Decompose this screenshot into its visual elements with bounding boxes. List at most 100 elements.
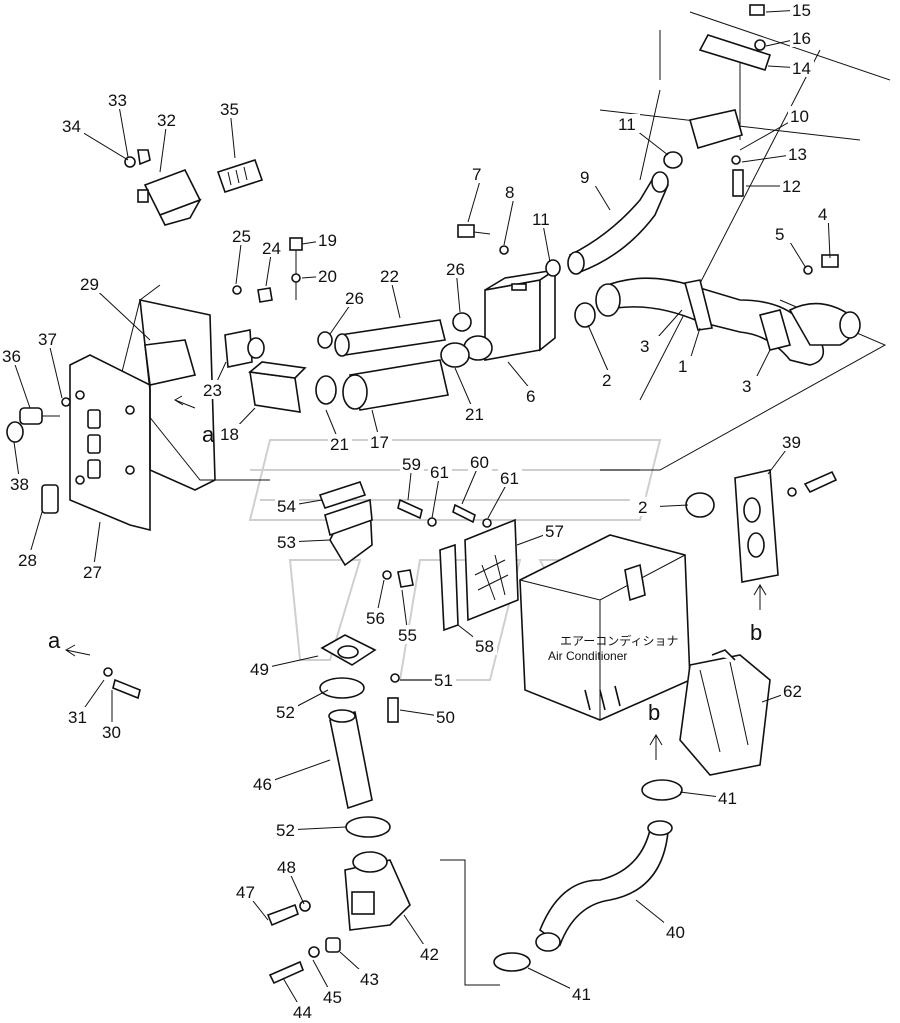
callout-7: 7 <box>472 165 481 184</box>
callout-bg-22 <box>378 266 402 285</box>
vent-53 <box>324 498 373 567</box>
callout-bg-40 <box>664 922 688 941</box>
callout-3: 3 <box>742 377 751 396</box>
callout-bg-51 <box>432 670 456 689</box>
callout-61: 61 <box>500 469 519 488</box>
callout-52: 52 <box>276 821 295 840</box>
callout-bg-45 <box>321 987 345 1006</box>
callout-bg-4 <box>816 204 840 223</box>
callout-29: 29 <box>80 275 99 294</box>
callout-bg-58 <box>473 636 497 655</box>
callout-57: 57 <box>545 522 564 541</box>
callout-bg-10 <box>788 106 812 125</box>
callout-2: 2 <box>638 498 647 517</box>
callout-bg-23 <box>201 380 225 399</box>
callout-bg-5 <box>773 224 797 243</box>
callout-bg-57 <box>543 521 567 540</box>
callout-41: 41 <box>718 789 737 808</box>
callout-27: 27 <box>83 563 102 582</box>
callout-bg-52 <box>274 820 298 839</box>
callout-61: 61 <box>430 463 449 482</box>
fasteners-lower <box>266 673 400 985</box>
vent-box-6 <box>463 268 556 361</box>
leader-line-29 <box>89 283 151 341</box>
callout-35: 35 <box>220 100 239 119</box>
callout-53: 53 <box>277 533 296 552</box>
callout-bg-60 <box>468 452 492 471</box>
callout-bg-3 <box>638 336 662 355</box>
callout-31: 31 <box>68 708 87 727</box>
callout-20: 20 <box>318 267 337 286</box>
callout-45: 45 <box>323 988 342 1007</box>
callout-51: 51 <box>434 671 453 690</box>
cab-frame-lines <box>119 11 891 986</box>
callout-59: 59 <box>402 455 421 474</box>
callout-bg-8 <box>503 182 527 201</box>
leader-line-37 <box>47 338 63 399</box>
callout-34: 34 <box>62 117 81 136</box>
callout-15: 15 <box>792 1 811 20</box>
filter-57 <box>464 518 519 622</box>
callout-8: 8 <box>505 183 514 202</box>
callout-bg-1 <box>676 356 700 375</box>
callout-33: 33 <box>108 91 127 110</box>
callout-43: 43 <box>360 970 379 989</box>
callout-bg-43 <box>358 969 382 988</box>
callout-11: 11 <box>618 115 636 134</box>
callout-bg-17 <box>368 432 392 451</box>
callout-5: 5 <box>775 225 784 244</box>
view-ref-a-upper: a <box>202 422 215 447</box>
callout-bg-24 <box>260 238 284 257</box>
callout-bg-47 <box>234 882 258 901</box>
callout-bg-34 <box>60 116 84 135</box>
callout-bg-32 <box>155 110 179 129</box>
louver-35 <box>216 158 264 194</box>
view-ref-b-right: b <box>750 620 762 645</box>
callout-11: 11 <box>532 210 550 229</box>
callout-55: 55 <box>398 626 417 645</box>
callout-bg-30 <box>100 722 124 741</box>
callout-bg-49 <box>248 659 272 678</box>
callout-19: 19 <box>318 231 337 250</box>
callout-bg-31 <box>66 707 90 726</box>
callout-bg-26 <box>444 259 468 278</box>
callout-58: 58 <box>475 637 494 656</box>
callout-22: 22 <box>380 267 399 286</box>
callout-3: 3 <box>640 337 649 356</box>
callout-48: 48 <box>277 858 296 877</box>
hose-22 <box>334 319 446 357</box>
callout-bg-38 <box>8 474 32 493</box>
callout-bg-62 <box>781 681 805 700</box>
callout-2: 2 <box>602 371 611 390</box>
callout-bg-21 <box>463 404 487 423</box>
callout-14: 14 <box>792 59 811 78</box>
callout-bg-21 <box>328 434 352 453</box>
hose-40 <box>535 820 673 952</box>
callout-bg-33 <box>106 90 130 109</box>
callout-10: 10 <box>790 107 809 126</box>
callout-bg-12 <box>780 176 804 195</box>
plate-58 <box>439 543 459 632</box>
vent-32 <box>137 168 202 226</box>
callout-bg-28 <box>16 550 40 569</box>
unit-label-english: Air Conditioner <box>548 649 627 663</box>
callout-bg-41 <box>716 788 740 807</box>
callout-bg-7 <box>470 164 494 183</box>
callout-bg-15 <box>790 0 814 19</box>
callout-bg-16 <box>790 28 814 47</box>
callout-28: 28 <box>18 551 37 570</box>
callout-24: 24 <box>262 239 281 258</box>
callout-bg-56 <box>364 608 388 627</box>
callout-bg-14 <box>790 58 814 77</box>
callout-bg-29 <box>78 274 102 293</box>
callout-bg-36 <box>0 346 24 365</box>
main-duct <box>595 277 861 366</box>
callout-62: 62 <box>783 682 802 701</box>
callout-bg-27 <box>81 562 105 581</box>
callout-21: 21 <box>465 405 484 424</box>
callout-17: 17 <box>370 433 389 452</box>
callout-bg-44 <box>291 1002 315 1021</box>
callout-labels: 1223345678910111112131415161718192021212… <box>0 0 840 1022</box>
callout-bg-55 <box>396 625 420 644</box>
